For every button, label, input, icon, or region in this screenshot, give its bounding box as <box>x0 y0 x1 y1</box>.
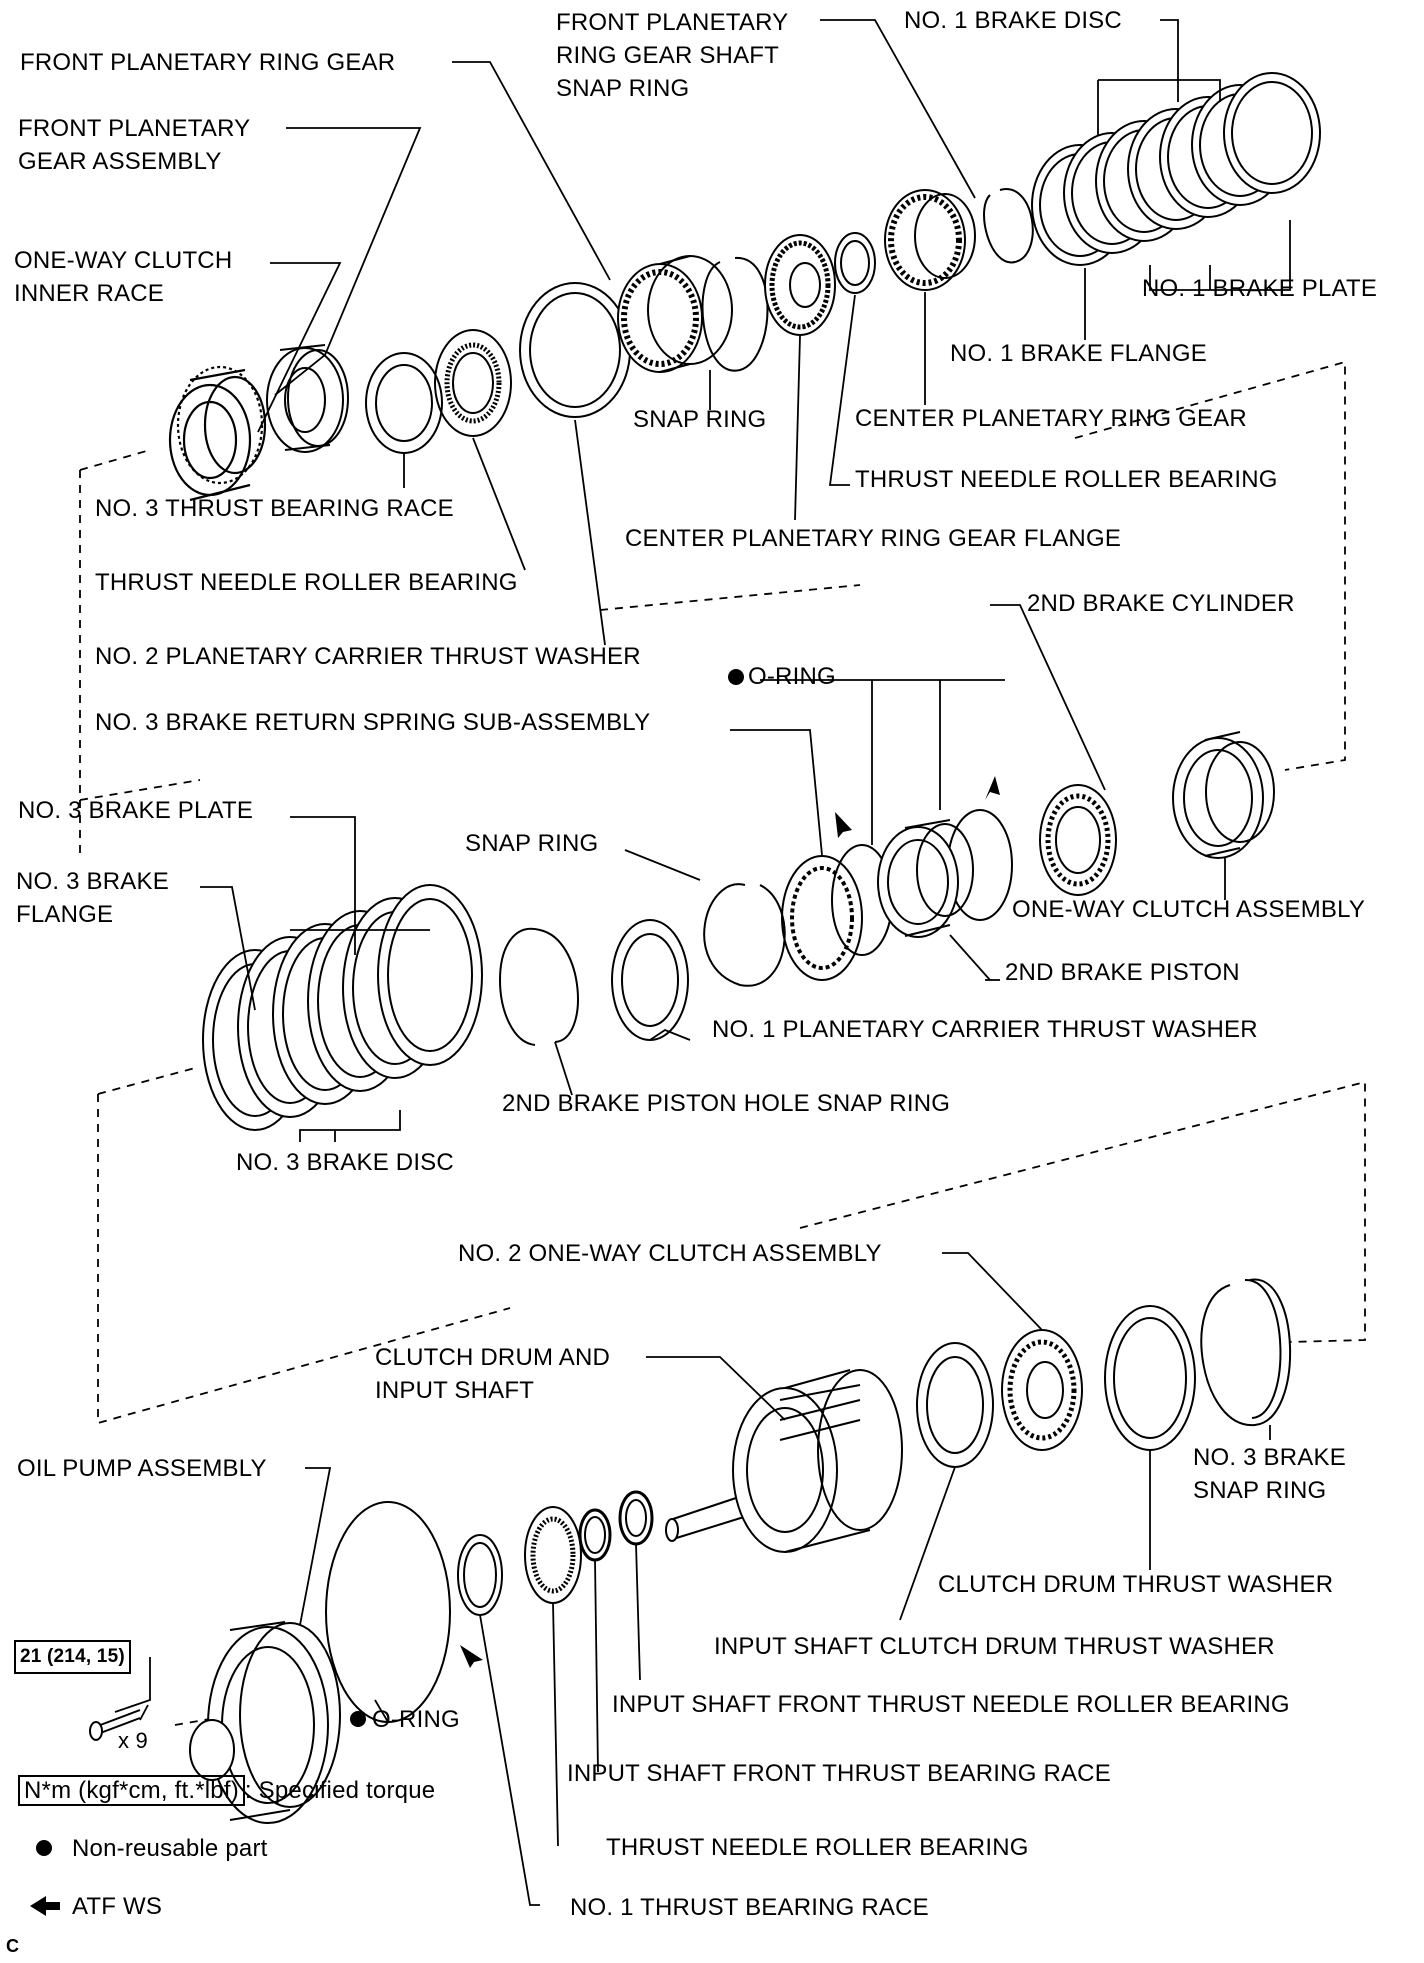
atf-arrows-mid <box>835 776 1000 838</box>
label-no1-brake-plate: NO. 1 BRAKE PLATE <box>1142 275 1378 302</box>
input-shaft-front-thrust-needle-roller-bearing-part <box>618 1490 654 1546</box>
front-planetary-gear-assembly-part <box>266 344 349 453</box>
front-planetary-snap-ring-part <box>983 188 1034 264</box>
label-no3-brake-plate: NO. 3 BRAKE PLATE <box>18 797 254 824</box>
second-brake-cylinder-part <box>1039 784 1117 896</box>
input-shaft-clutch-drum-thrust-washer-part <box>916 1342 994 1468</box>
oil-pump-assembly-part <box>189 1621 341 1824</box>
legend-torque-desc: : Specified torque <box>244 1777 436 1804</box>
label-snap-ring-mid: SNAP RING <box>465 830 599 857</box>
thrust-needle-roller-bearing-bottom-part <box>524 1506 582 1604</box>
legend-torque-units: N*m (kgf*cm, ft.*lbf) <box>18 1775 245 1806</box>
front-planetary-ring-gear-part <box>617 255 733 373</box>
label-o-ring-bottom: O-RING <box>372 1706 460 1733</box>
legend-non-reusable: Non-reusable part <box>72 1835 268 1862</box>
snap-ring-mid-part <box>703 883 786 987</box>
one-way-clutch-assembly-part <box>1172 731 1275 859</box>
legend-atf: ATF WS <box>72 1893 163 1920</box>
label-center-planetary-ring-gear: CENTER PLANETARY RING GEAR <box>855 405 1247 432</box>
label-second-brake-cylinder: 2ND BRAKE CYLINDER <box>1027 590 1295 617</box>
label-second-brake-piston-hole-snap-ring: 2ND BRAKE PISTON HOLE SNAP RING <box>502 1090 951 1117</box>
torque-spec-box: 21 (214, 15) <box>14 1640 131 1674</box>
label-no3-brake-return-spring: NO. 3 BRAKE RETURN SPRING SUB-ASSEMBLY <box>95 709 651 736</box>
label-second-brake-piston: 2ND BRAKE PISTON <box>1005 959 1240 986</box>
center-planetary-ring-gear-part <box>884 189 976 291</box>
label-one-way-clutch-inner-race: ONE-WAY CLUTCH INNER RACE <box>14 247 233 307</box>
label-clutch-drum-thrust-washer: CLUTCH DRUM THRUST WASHER <box>938 1571 1334 1598</box>
label-input-shaft-clutch-drum-thrust-washer: INPUT SHAFT CLUTCH DRUM THRUST WASHER <box>714 1633 1275 1660</box>
no3-brake-snap-ring-part <box>1200 1278 1291 1427</box>
label-snap-ring-top: SNAP RING <box>633 406 767 433</box>
label-front-planetary-gear-assembly: FRONT PLANETARY GEAR ASSEMBLY <box>18 115 251 175</box>
label-thrust-needle-roller-bearing-top: THRUST NEEDLE ROLLER BEARING <box>855 466 1278 493</box>
top-leader-lines <box>257 19 1291 646</box>
o-ring-bottom-part <box>325 1501 451 1723</box>
legend-torque: N*m (kgf*cm, ft.*lbf): Specified torque <box>18 1774 435 1807</box>
label-no1-thrust-bearing-race: NO. 1 THRUST BEARING RACE <box>570 1894 929 1921</box>
mid-leader-lines <box>200 604 1226 1142</box>
no3-thrust-bearing-race-part <box>365 352 443 454</box>
thrust-needle-roller-bearing-top-part <box>834 232 876 294</box>
label-no3-brake-snap-ring: NO. 3 BRAKE SNAP RING <box>1193 1444 1346 1504</box>
label-input-shaft-front-thrust-needle-roller-bearing: INPUT SHAFT FRONT THRUST NEEDLE ROLLER B… <box>612 1691 1290 1718</box>
center-planetary-ring-gear-flange-part <box>764 234 836 336</box>
label-no3-brake-flange: NO. 3 BRAKE FLANGE <box>16 868 169 928</box>
label-center-planetary-ring-gear-flange: CENTER PLANETARY RING GEAR FLANGE <box>625 525 1122 552</box>
label-front-planetary-ring-gear: FRONT PLANETARY RING GEAR <box>20 49 396 76</box>
label-bolt-count: x 9 <box>118 1728 148 1753</box>
label-one-way-clutch-assembly: ONE-WAY CLUTCH ASSEMBLY <box>1012 896 1366 923</box>
snap-ring-top-part <box>701 256 769 372</box>
no3-brake-return-spring-part <box>781 855 863 981</box>
bolt-part <box>89 1709 141 1741</box>
one-way-clutch-inner-race-part <box>168 365 267 502</box>
non-reusable-dots <box>36 669 744 1856</box>
label-no3-brake-disc: NO. 3 BRAKE DISC <box>236 1149 454 1176</box>
bottom-leader-lines <box>114 1252 1271 1906</box>
clutch-drum-thrust-washer-part <box>1104 1305 1196 1451</box>
label-no2-one-way-clutch-assembly: NO. 2 ONE-WAY CLUTCH ASSEMBLY <box>458 1240 882 1267</box>
no1-planetary-carrier-thrust-washer-part <box>611 919 689 1041</box>
label-no1-brake-flange: NO. 1 BRAKE FLANGE <box>950 340 1208 367</box>
no3-brake-pack-part <box>202 884 483 1131</box>
no1-brake-pack-part <box>1031 72 1321 266</box>
no1-thrust-bearing-race-part <box>457 1534 503 1616</box>
corner-mark: C <box>6 1936 20 1956</box>
no2-planetary-carrier-thrust-washer-part <box>519 282 631 418</box>
atf-legend-arrow <box>30 1896 60 1916</box>
label-front-planetary-snap-ring: FRONT PLANETARY RING GEAR SHAFT SNAP RIN… <box>556 9 789 102</box>
thrust-needle-roller-bearing-left-part <box>434 329 512 437</box>
label-input-shaft-front-thrust-bearing-race: INPUT SHAFT FRONT THRUST BEARING RACE <box>567 1760 1111 1787</box>
second-brake-piston-hole-snap-ring-part <box>499 927 579 1046</box>
label-no2-planetary-carrier-thrust-washer: NO. 2 PLANETARY CARRIER THRUST WASHER <box>95 643 641 670</box>
second-brake-piston-part <box>877 819 974 938</box>
label-oil-pump-assembly: OIL PUMP ASSEMBLY <box>17 1455 267 1482</box>
input-shaft-front-thrust-bearing-race-part <box>578 1508 612 1562</box>
label-no1-planetary-carrier-thrust-washer: NO. 1 PLANETARY CARRIER THRUST WASHER <box>712 1016 1258 1043</box>
clutch-drum-and-input-shaft-part <box>665 1369 903 1553</box>
label-thrust-needle-roller-bearing-bottom: THRUST NEEDLE ROLLER BEARING <box>606 1834 1029 1861</box>
label-no3-thrust-bearing-race: NO. 3 THRUST BEARING RACE <box>95 495 454 522</box>
atf-arrow-bottom <box>460 1645 483 1668</box>
no2-one-way-clutch-assembly-part <box>1001 1329 1083 1451</box>
label-clutch-drum-and-input-shaft: CLUTCH DRUM AND INPUT SHAFT <box>375 1344 611 1404</box>
label-o-ring-top: O-RING <box>748 663 836 690</box>
label-thrust-needle-roller-bearing-left: THRUST NEEDLE ROLLER BEARING <box>95 569 518 596</box>
label-no1-brake-disc: NO. 1 BRAKE DISC <box>904 7 1122 34</box>
